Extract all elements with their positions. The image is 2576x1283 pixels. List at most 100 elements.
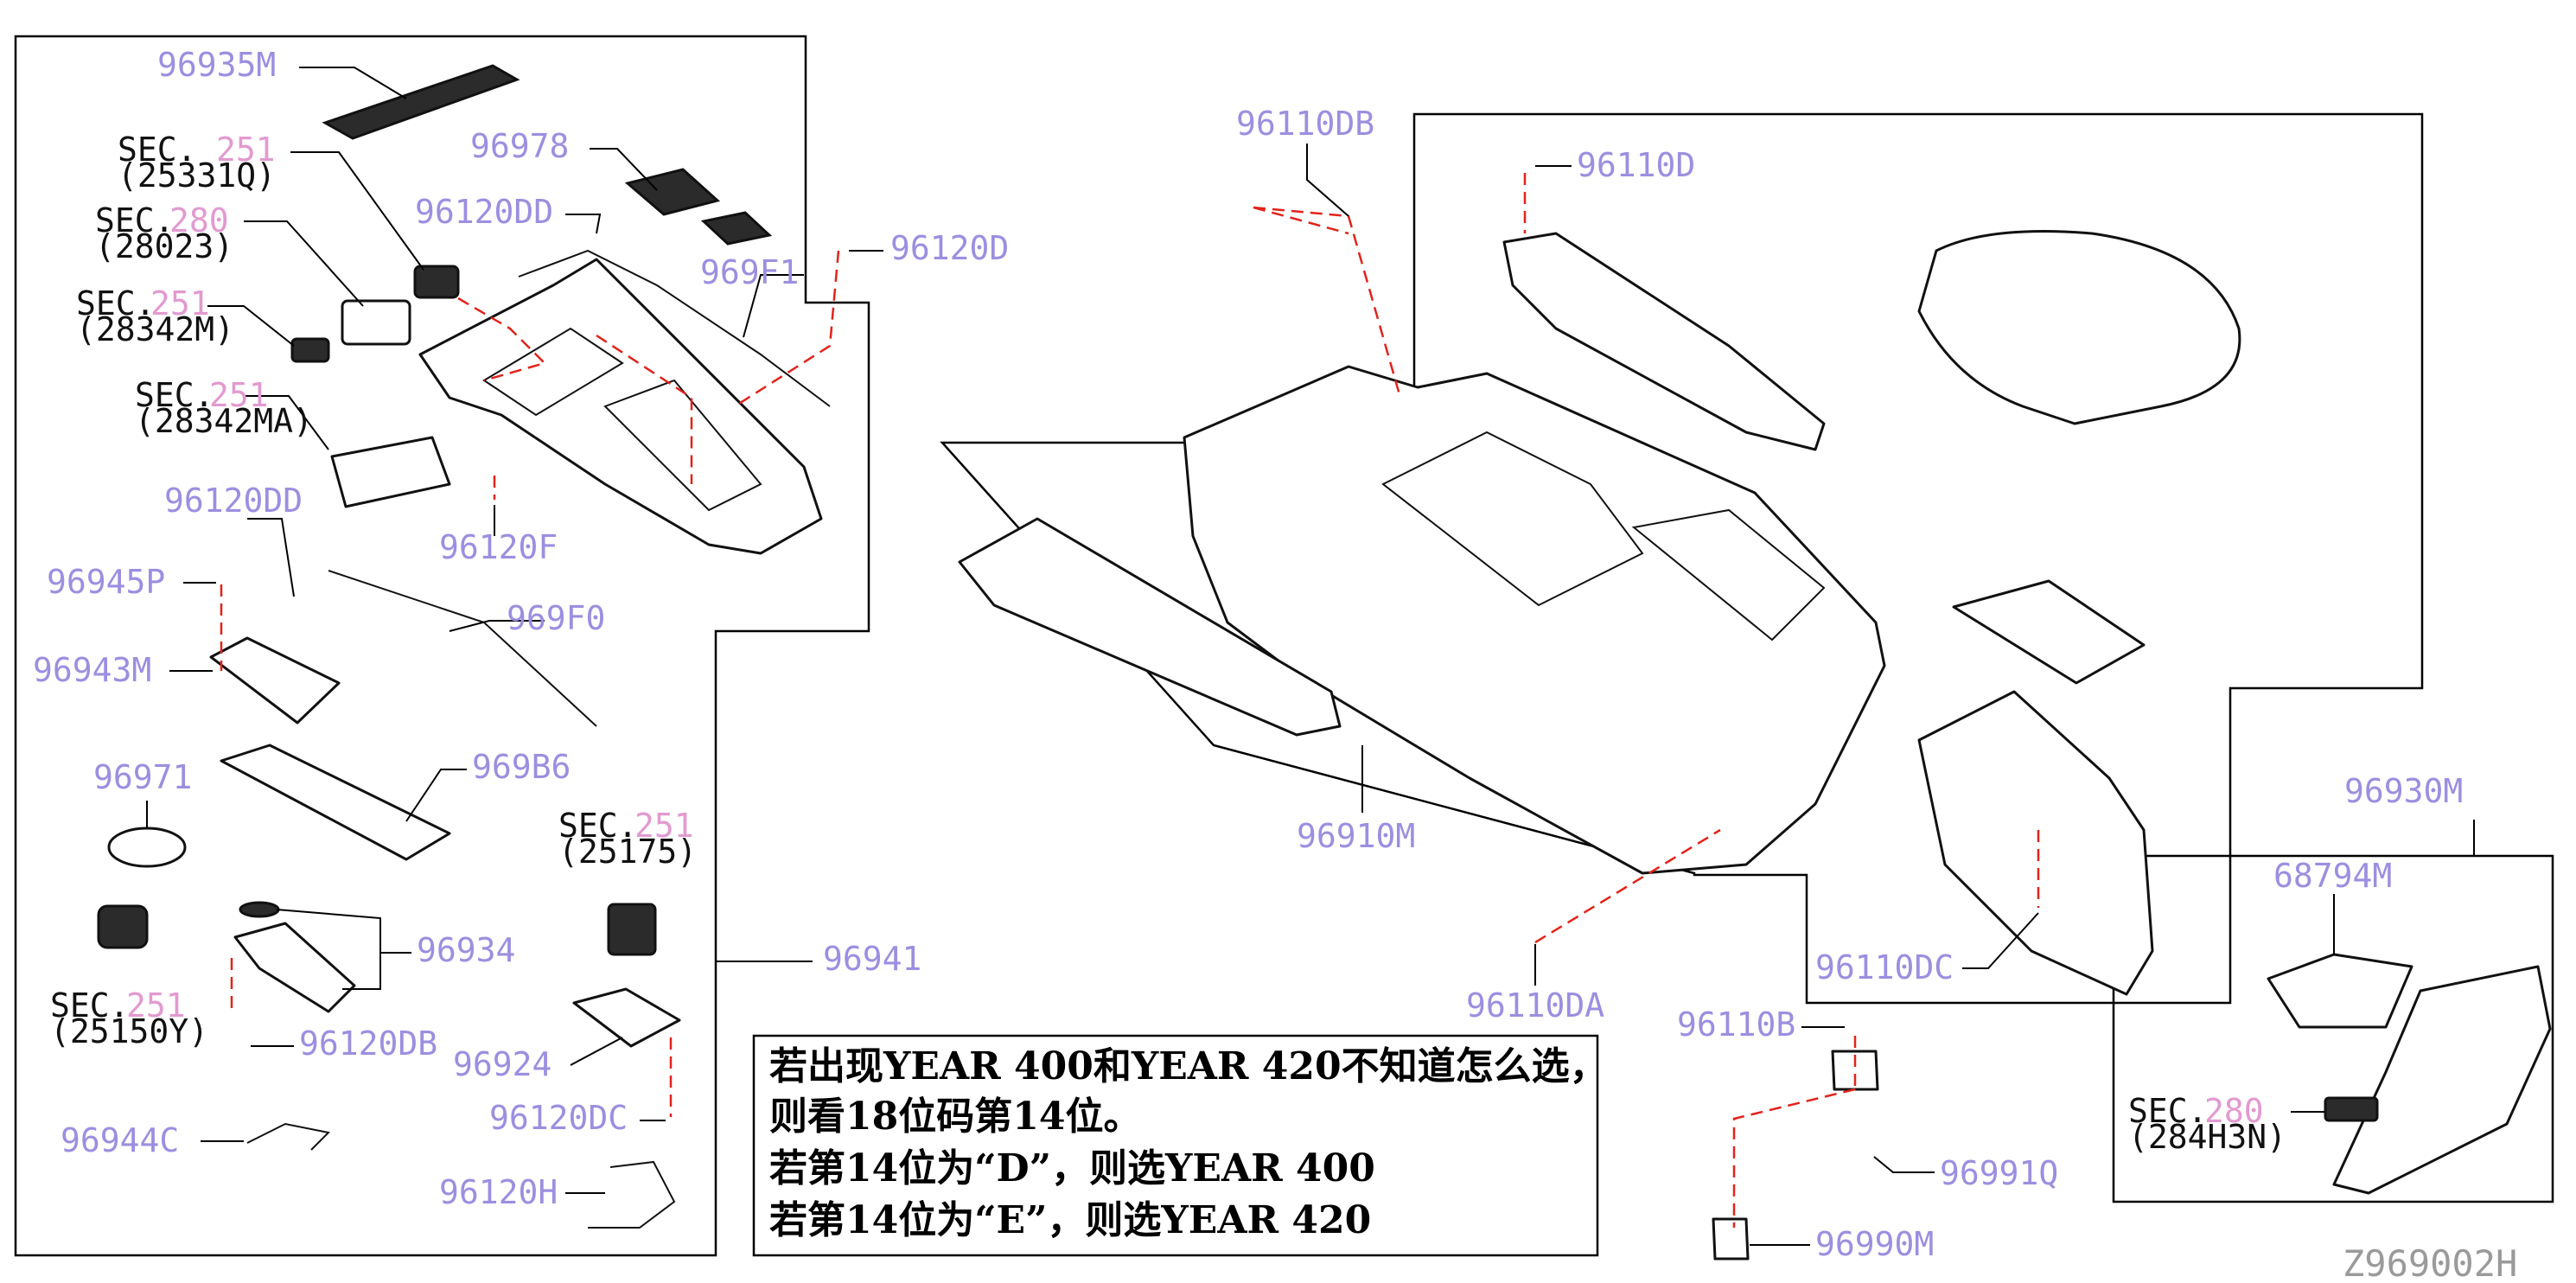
callout-sec-28342M-ref[interactable]: (28342M) xyxy=(76,310,234,348)
callout-68794M[interactable]: 68794M xyxy=(2273,857,2392,895)
callout-96110D[interactable]: 96110D xyxy=(1577,146,1695,184)
storage-box xyxy=(1917,690,2154,996)
knob-25150Y xyxy=(97,904,149,949)
fastener-path-upper xyxy=(457,250,840,484)
callout-96910M[interactable]: 96910M xyxy=(1297,817,1415,855)
callout-sec-25331Q-prefix: SEC. xyxy=(118,131,197,169)
mat-96935M xyxy=(322,64,520,140)
callout-96120DC[interactable]: 96120DC xyxy=(489,1099,628,1137)
leader-969B6 xyxy=(405,769,467,822)
callout-96110B[interactable]: 96110B xyxy=(1677,1005,1795,1044)
leader-28342M xyxy=(207,305,295,347)
callout-sec-284H3N-number[interactable]: 280 xyxy=(2204,1092,2264,1130)
callout-sec-28342M-number[interactable]: 251 xyxy=(150,284,210,322)
callout-sec-28023-prefix: SEC. xyxy=(95,201,175,239)
console-body-96910M xyxy=(1183,365,1886,875)
tray-mat xyxy=(1952,579,2146,685)
knob-96971 xyxy=(107,827,187,868)
callout-sec-25175-prefix: SEC. xyxy=(558,807,638,845)
switch-25331Q xyxy=(413,265,460,299)
mat-96978-a xyxy=(624,168,721,216)
callout-96110DC[interactable]: 96110DC xyxy=(1815,948,1954,986)
leader-96935M xyxy=(299,67,407,99)
callout-sec-25331Q-ref[interactable]: (25331Q) xyxy=(118,156,276,195)
callout-96110DB[interactable]: 96110DB xyxy=(1236,105,1374,143)
callout-sec-25150Y-ref[interactable]: (25150Y) xyxy=(50,1012,208,1050)
callout-sec-28023-ref[interactable]: (28023) xyxy=(95,227,233,265)
callout-sec-28342MA-ref[interactable]: (28342MA) xyxy=(135,402,313,440)
callout-sec-25150Y-prefix: SEC. xyxy=(50,986,130,1024)
console-group-frame xyxy=(940,112,2424,1005)
callout-sec-284H3N-ref[interactable]: (284H3N) xyxy=(2128,1118,2286,1156)
upper-finisher-96941 xyxy=(418,258,823,555)
sub-group-frame-96930M xyxy=(2112,854,2554,1203)
callout-96930M[interactable]: 96930M xyxy=(2344,772,2463,810)
callout-96935M[interactable]: 96935M xyxy=(157,46,276,84)
bracket-96924 xyxy=(572,987,681,1048)
vent-68794M xyxy=(2267,953,2413,1029)
callout-sec-25175-number[interactable]: 251 xyxy=(634,807,694,845)
leader-96991Q xyxy=(1873,1156,1935,1173)
switch-284H3N xyxy=(2324,1096,2379,1122)
callout-96120F[interactable]: 96120F xyxy=(439,528,558,566)
callout-969F0[interactable]: 969F0 xyxy=(507,599,605,637)
harness-96120H xyxy=(588,1160,676,1229)
callout-96924[interactable]: 96924 xyxy=(453,1045,552,1083)
upper-finisher-openings xyxy=(482,327,762,512)
bezel-96934 xyxy=(233,922,356,1013)
fastener-path-96110DA xyxy=(1534,828,1721,944)
note-box xyxy=(752,1034,1599,1257)
callout-96971[interactable]: 96971 xyxy=(93,758,192,796)
finisher-969B6 xyxy=(220,744,451,861)
leader-969F0 xyxy=(449,620,545,632)
callout-96943M[interactable]: 96943M xyxy=(33,651,151,689)
callout-96944C[interactable]: 96944C xyxy=(61,1121,179,1159)
callout-96934[interactable]: 96934 xyxy=(417,931,515,969)
leader-96110DC xyxy=(1962,912,2039,969)
mat-96978-b xyxy=(700,211,773,246)
leader-96110DB xyxy=(1306,144,1349,217)
callout-sec-25331Q-number[interactable]: 251 xyxy=(216,131,276,169)
callout-96990M[interactable]: 96990M xyxy=(1815,1225,1934,1263)
callout-969F1[interactable]: 969F1 xyxy=(700,253,799,291)
callout-sec-28342MA-number[interactable]: 251 xyxy=(209,376,269,414)
lighting-strip-969F1 xyxy=(518,249,831,407)
module-28342MA xyxy=(330,436,451,508)
leader-25331Q xyxy=(290,151,424,271)
callout-96120DD-b[interactable]: 96120DD xyxy=(164,482,303,520)
note-line-3: 若第14位为“D”，则选YEAR 400 xyxy=(769,1146,1375,1190)
leader-96120DD-a xyxy=(565,214,602,234)
leader-96924 xyxy=(570,1037,623,1066)
leader-96120DD-b xyxy=(247,518,295,597)
callout-96991Q[interactable]: 96991Q xyxy=(1940,1154,2058,1192)
leader-96934 xyxy=(276,909,411,990)
side-finisher-lh xyxy=(958,517,1342,737)
note-line-1: 若出现YEAR 400和YEAR 420不知道怎么选， xyxy=(769,1044,1608,1088)
callout-sec-28342M-prefix: SEC. xyxy=(76,284,156,322)
callout-96941[interactable]: 96941 xyxy=(823,940,921,978)
callout-sec-25150Y-number[interactable]: 251 xyxy=(126,986,186,1024)
callout-96110DA[interactable]: 96110DA xyxy=(1466,986,1604,1024)
console-body-openings xyxy=(1381,431,1826,642)
callout-96120D[interactable]: 96120D xyxy=(890,229,1009,267)
callout-96978[interactable]: 96978 xyxy=(470,127,569,165)
panel-96930M xyxy=(2332,965,2552,1195)
bracket-96991Q xyxy=(1831,1050,1879,1091)
leader-96978 xyxy=(590,148,658,191)
fastener-path-96110B xyxy=(1732,1036,1857,1228)
left-group-frame xyxy=(14,35,870,1257)
switch-28342M xyxy=(290,337,330,363)
lighting-strip-969F0 xyxy=(328,570,597,727)
armrest-lid xyxy=(1917,230,2241,425)
callout-96120DD-a[interactable]: 96120DD xyxy=(415,193,553,231)
callout-96945P[interactable]: 96945P xyxy=(47,563,165,601)
callout-96120H[interactable]: 96120H xyxy=(439,1173,558,1211)
side-finisher-rh xyxy=(1502,232,1826,451)
callout-96120DB[interactable]: 96120DB xyxy=(299,1024,437,1063)
callout-sec-25175-ref[interactable]: (25175) xyxy=(558,833,697,871)
callout-969B6[interactable]: 969B6 xyxy=(472,748,571,786)
switch-25175 xyxy=(607,903,657,956)
leader-28342MA xyxy=(245,395,329,450)
callout-sec-28023-number[interactable]: 280 xyxy=(169,201,229,239)
